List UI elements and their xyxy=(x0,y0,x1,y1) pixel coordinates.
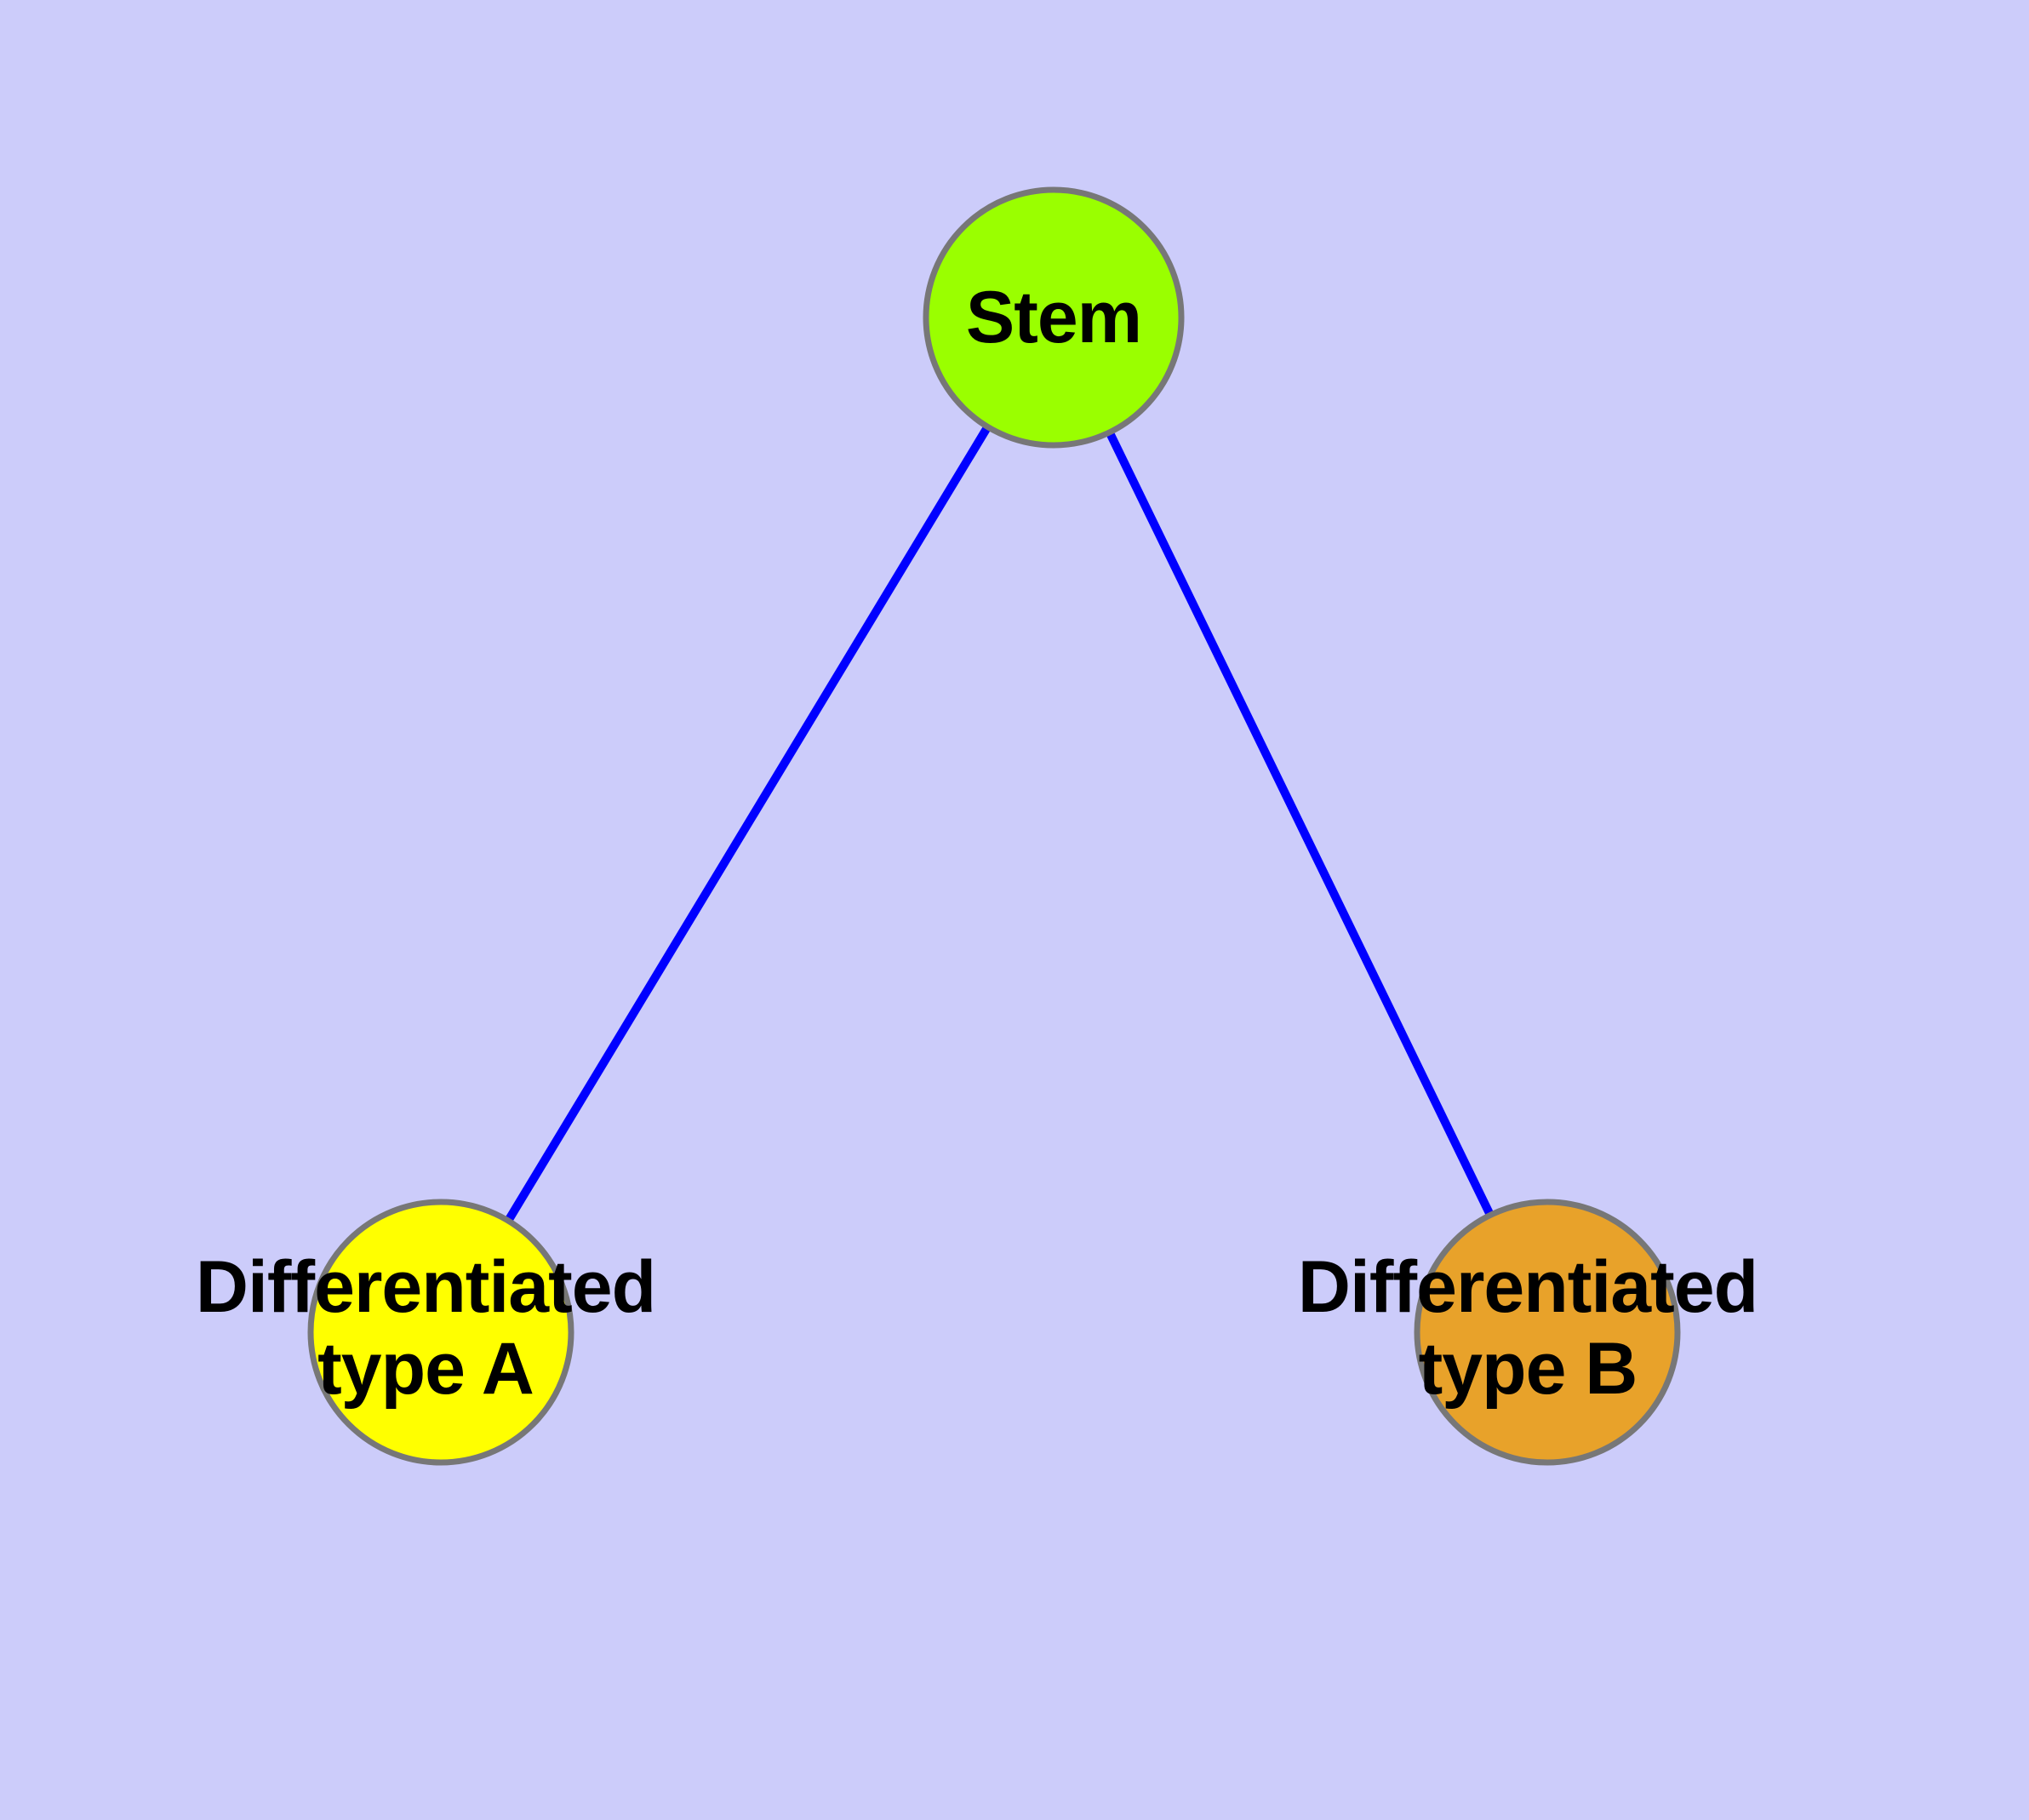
node-layer xyxy=(307,186,1681,1466)
graph-node-stem[interactable] xyxy=(923,186,1185,449)
graph-edge-stem-diff_a[interactable] xyxy=(503,423,992,1225)
graph-node-diff_b[interactable] xyxy=(1414,1199,1681,1466)
graph-edge-stem-diff_b[interactable] xyxy=(1105,428,1495,1219)
edge-layer xyxy=(503,423,1495,1225)
graph-node-diff_a[interactable] xyxy=(307,1199,574,1466)
